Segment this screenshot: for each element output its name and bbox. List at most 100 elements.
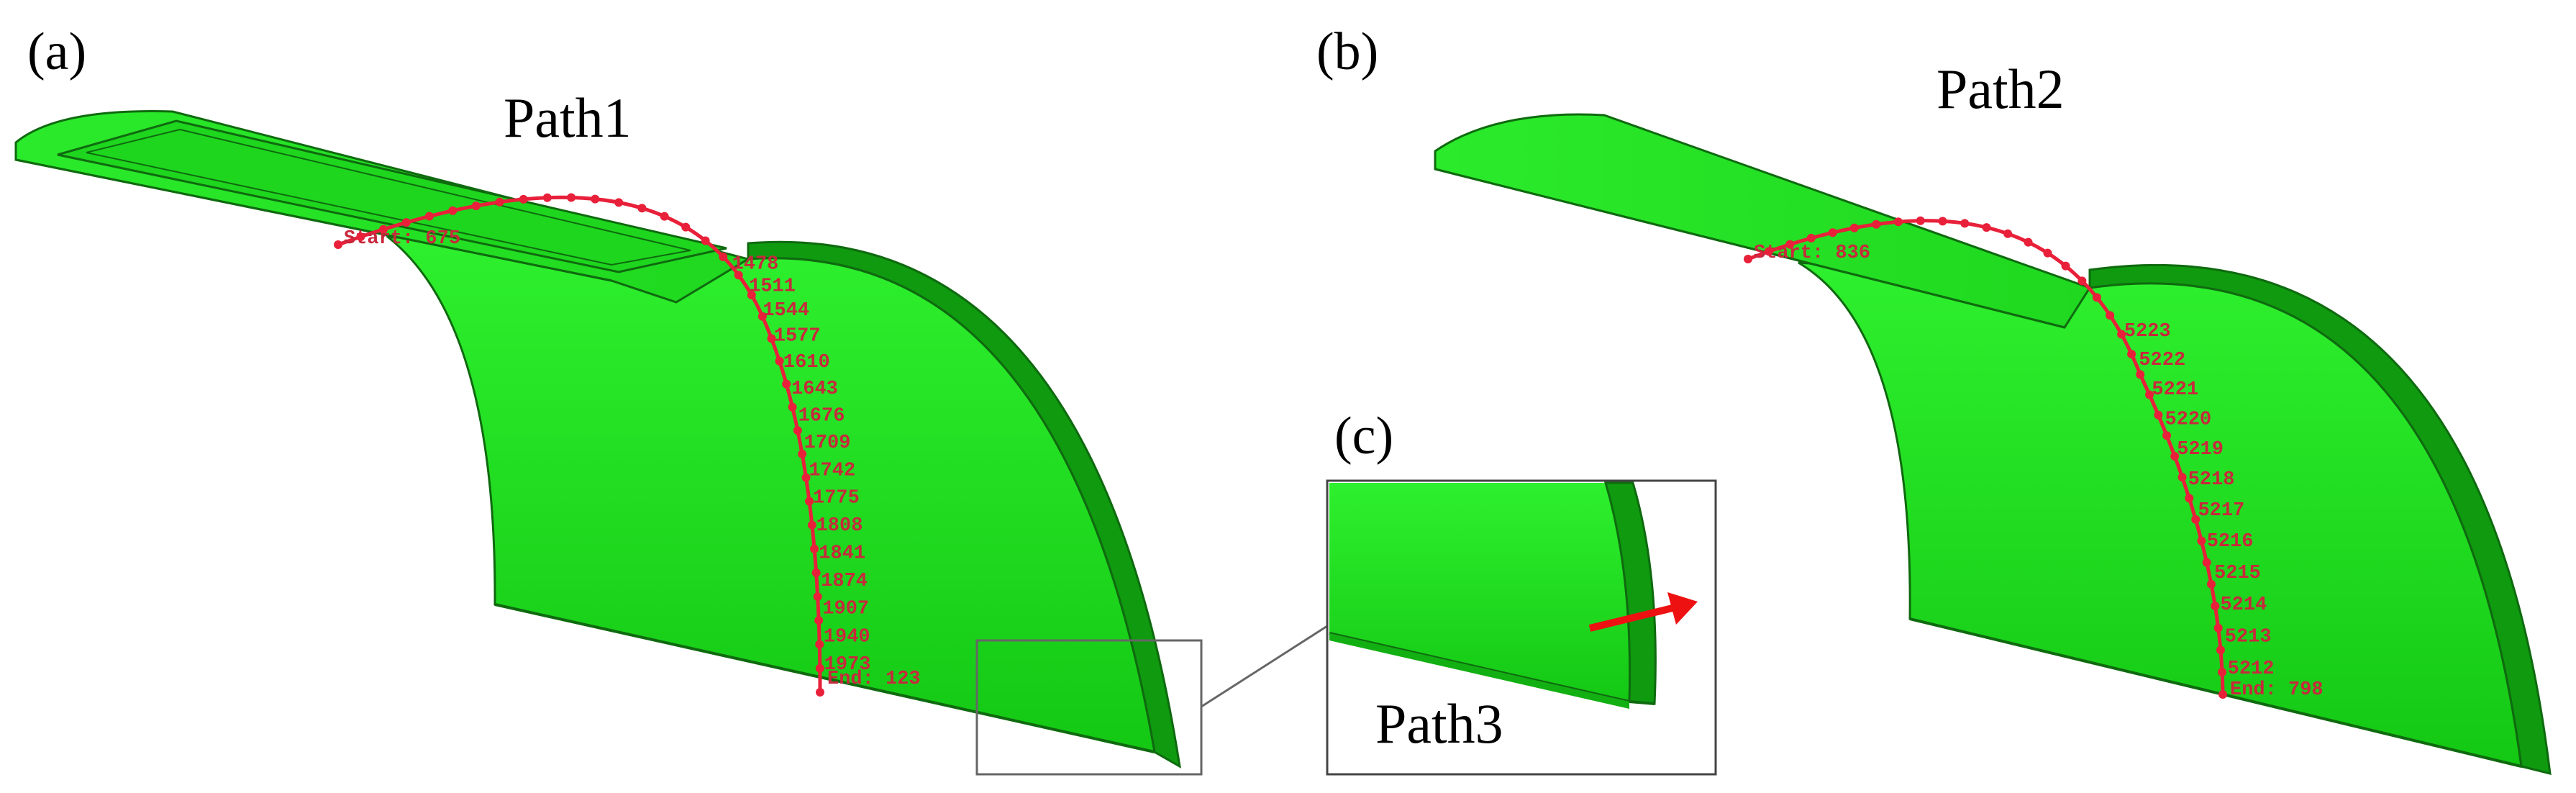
path2-node-dot xyxy=(2185,494,2194,503)
path1-node-dot xyxy=(614,198,624,207)
path1-node-label: 1610 xyxy=(783,352,830,373)
path2-node-dot xyxy=(2218,668,2227,677)
path2-node-dot xyxy=(1960,219,1970,228)
path1-node-dot xyxy=(591,194,600,204)
path2-node-dot xyxy=(2206,579,2216,589)
path2-node-label: 5214 xyxy=(2220,594,2267,616)
path2-node-dot xyxy=(1849,223,1859,232)
path2-node-dot xyxy=(2003,229,2013,238)
path1-node-dot xyxy=(448,206,458,215)
path1-node-dot xyxy=(801,473,811,482)
panel-a-label: (a) xyxy=(27,22,86,81)
path2-node-dot xyxy=(2202,558,2211,567)
path2-node-dot xyxy=(1938,217,1947,226)
path2-start-label: Start: 836 xyxy=(1754,243,1870,264)
path2-title: Path2 xyxy=(1936,58,2065,120)
path2-node-label: 5216 xyxy=(2207,531,2254,553)
path1-node-dot xyxy=(681,222,691,232)
path1-node-label: 1742 xyxy=(809,460,855,481)
path2-node-dot xyxy=(1806,233,1816,243)
path2-node-dot xyxy=(1916,216,1925,225)
path1-node-dot xyxy=(807,520,816,530)
path2-node-dot xyxy=(2136,370,2145,379)
panel-b: (b) Path2 Start: 836 End: 798 5223 5222 52… xyxy=(1316,22,2552,775)
path1-node-dot xyxy=(519,194,528,204)
path2-node-dot xyxy=(2216,645,2225,655)
path1-title: Path1 xyxy=(504,86,632,149)
path2-node-dot xyxy=(2191,515,2200,524)
path2-node-dot xyxy=(2117,330,2126,339)
path1-node-label: 1973 xyxy=(824,654,871,676)
path1-node-dot xyxy=(471,201,481,211)
path1-node-dot xyxy=(734,271,743,280)
path2-node-dot xyxy=(2024,237,2033,247)
panel-a: (a) Path1 Start: 675 End: 123 1478151115… xyxy=(14,22,1328,776)
path1-node-dot xyxy=(813,592,822,602)
path1-node-dot xyxy=(788,402,797,412)
path1-node-dot xyxy=(775,356,784,366)
path2-node-label: 5220 xyxy=(2165,409,2211,430)
path1-node-label: 1841 xyxy=(819,543,865,565)
path1-line xyxy=(337,195,822,693)
path2-node-dot xyxy=(1744,255,1752,263)
model-a xyxy=(14,110,1181,769)
path1-node-dot xyxy=(401,218,411,227)
path2-node-dot xyxy=(2106,311,2115,320)
model-b xyxy=(1434,113,2552,775)
path2-node-dot xyxy=(2043,248,2052,258)
path2-node-label: 5222 xyxy=(2139,350,2185,371)
path2-node-dot xyxy=(2092,293,2101,302)
inset-model xyxy=(1329,481,1657,709)
inset-bottom-face xyxy=(1329,633,1629,709)
path2-end-label: End: 798 xyxy=(2230,679,2324,701)
path1-node-dot xyxy=(660,212,669,221)
zoom-box xyxy=(975,639,1203,776)
path1-node-dot xyxy=(782,379,791,389)
path2-node-label: 5215 xyxy=(2214,563,2261,584)
model-a-bottom-edge xyxy=(494,603,1155,753)
path2-node-dot xyxy=(1785,240,1795,249)
panel-b-label: (b) xyxy=(1316,22,1378,81)
path2-node-dot xyxy=(2213,623,2223,633)
path2-node-dot xyxy=(1893,217,1903,227)
path2-node-label: 5221 xyxy=(2152,379,2198,401)
path2-node-label: 5223 xyxy=(2124,321,2171,343)
path2-node-dot xyxy=(2154,410,2163,420)
path2-node-label: 5213 xyxy=(2225,626,2272,648)
path1-node-label: 1478 xyxy=(732,254,779,276)
path1-node-dot xyxy=(356,232,365,242)
path1-node-label: 1940 xyxy=(824,626,870,648)
path1-node-label: 1775 xyxy=(813,488,860,509)
path2-node-dot xyxy=(2218,690,2227,699)
path2-node-dot xyxy=(2061,261,2070,271)
path2-node-dot xyxy=(1764,247,1773,256)
path1-node-label: 1676 xyxy=(798,405,845,427)
path1-node-label: 1709 xyxy=(804,432,851,454)
model-b-bottom-edge xyxy=(1909,617,2522,768)
path1-node-dot xyxy=(798,449,807,458)
panel-c-label: (c) xyxy=(1334,407,1393,466)
path1-node-dot xyxy=(701,236,710,245)
path1-node-dot xyxy=(495,197,504,207)
path2-node-dot xyxy=(1828,228,1837,237)
path1-node-label: 1511 xyxy=(749,276,796,297)
path1-node-dot xyxy=(334,240,342,249)
model-b-top-plate xyxy=(1434,113,2092,329)
path1-node-dot xyxy=(757,312,767,321)
path1-node-dot xyxy=(424,212,434,221)
path2-node-dot xyxy=(2127,350,2136,359)
path1-node-label: 1874 xyxy=(821,571,868,592)
arrow-shaft xyxy=(1588,604,1674,632)
path2-node-dot xyxy=(2162,431,2172,440)
path1: Start: 675 End: 123 14781511154415771610… xyxy=(334,193,921,697)
path2-node-label: 5212 xyxy=(2228,658,2275,680)
path2-node-dot xyxy=(2197,536,2206,545)
path2-node-dot xyxy=(1982,223,1991,232)
path1-node-dot xyxy=(811,568,821,577)
direction-arrow xyxy=(1588,592,1698,632)
zoom-connector xyxy=(1201,625,1328,708)
path1-node-dot xyxy=(816,688,824,697)
path1-node-label: 1907 xyxy=(822,599,869,620)
path1-node-dot xyxy=(793,426,802,435)
